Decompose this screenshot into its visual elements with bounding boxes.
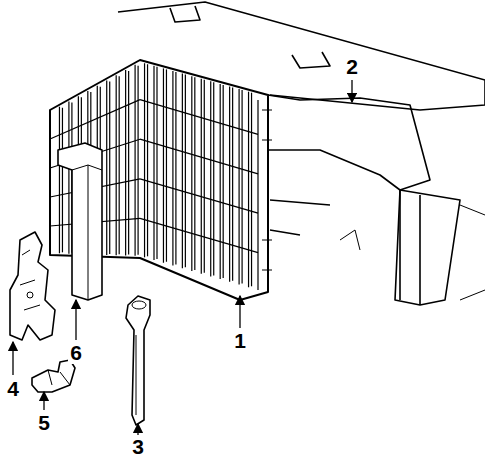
grille-bar: [238, 89, 239, 284]
grille-bar: [144, 63, 145, 257]
grille-bar: [156, 67, 157, 259]
grille-bar: [68, 101, 69, 253]
grille-bar: [119, 76, 120, 254]
grille-bar: [185, 75, 186, 268]
grille-bar: [59, 107, 60, 254]
grille-bar: [128, 71, 129, 255]
leader-lines: [13, 80, 352, 435]
grille-bar: [140, 179, 258, 213]
grille-bar: [229, 87, 230, 282]
callout-number: 3: [130, 435, 146, 458]
grille-bar: [125, 70, 126, 256]
callout-number: 4: [5, 377, 21, 400]
callout-number: 1: [232, 329, 248, 352]
callout-number: 2: [344, 55, 360, 78]
grille-bar: [172, 71, 173, 265]
grille-bar: [220, 84, 221, 279]
grille-bar: [204, 80, 205, 273]
grille-bar: [166, 69, 167, 261]
clip-5: [32, 360, 75, 392]
grille-bar: [182, 74, 183, 269]
grille-bar: [191, 76, 192, 271]
grille-bar: [50, 100, 140, 139]
grille-bar: [241, 90, 242, 283]
grille-bar: [251, 93, 252, 287]
grille-bar: [140, 100, 258, 135]
grille-bar: [116, 75, 117, 255]
grille-bar: [232, 88, 233, 281]
grille-bar: [153, 66, 154, 260]
grille-bar: [223, 85, 224, 278]
support-3: [126, 296, 150, 425]
grille-bar: [163, 68, 164, 262]
header-panel: [118, 2, 485, 305]
grille-bar: [137, 66, 138, 255]
grille-bar: [140, 139, 258, 174]
grille-bar: [106, 80, 107, 254]
grille-bar: [62, 108, 63, 253]
bracket-4: [10, 232, 55, 340]
callout-number: 5: [36, 411, 52, 434]
grille-bar: [175, 72, 176, 264]
grille-bar: [140, 218, 258, 252]
grille-bar: [213, 82, 214, 275]
grille-bar: [134, 65, 135, 256]
grille-bar: [147, 64, 148, 256]
grille-bar: [210, 81, 211, 276]
bracket-6: [58, 143, 102, 300]
callout-number: 6: [68, 341, 84, 364]
grille-bar: [194, 77, 195, 270]
grille: [50, 60, 272, 300]
grille-bar: [248, 92, 249, 288]
grille-bar: [201, 79, 202, 274]
grille-bar: [109, 81, 110, 253]
